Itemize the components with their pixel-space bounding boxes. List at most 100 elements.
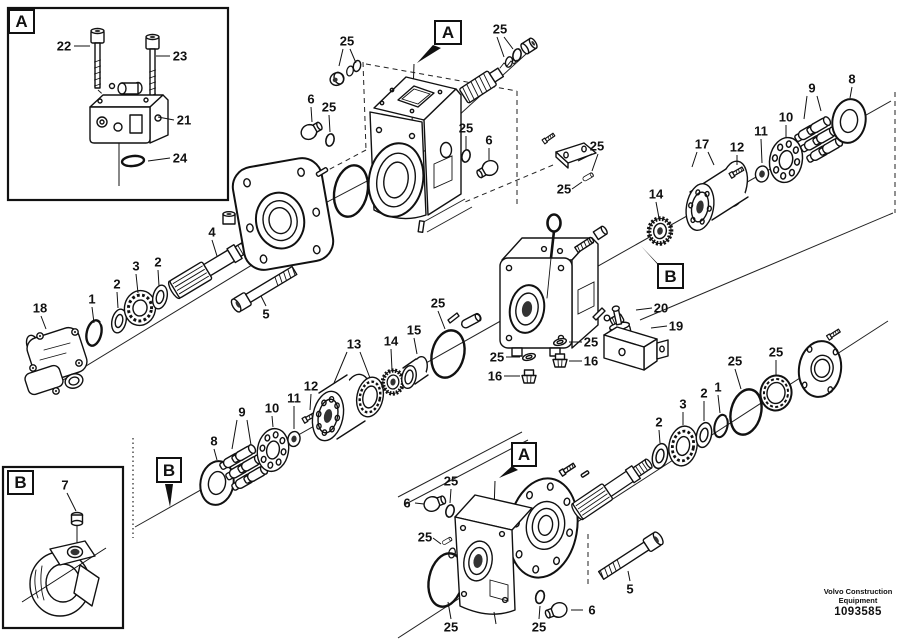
relief-valve-assembly — [459, 37, 538, 104]
part-callout-11: 11 — [287, 390, 301, 406]
part-callout-8: 8 — [210, 433, 218, 449]
part-callout-10: 10 — [264, 400, 280, 416]
part-callout-25: 25 — [531, 619, 547, 635]
part-callout-25: 25 — [768, 344, 784, 360]
part-callout-9: 9 — [808, 80, 816, 96]
part-callout-25: 25 — [321, 99, 337, 115]
part-callout-16: 16 — [583, 353, 599, 369]
part-callout-2: 2 — [113, 276, 121, 292]
part-callout-21: 21 — [176, 112, 192, 128]
bearing-3-bot — [668, 425, 698, 467]
taper-pin-mid — [447, 312, 460, 324]
sleeve-15 — [401, 355, 429, 390]
part-callout-10: 10 — [778, 109, 794, 125]
bushing-11-upper — [754, 165, 770, 183]
plug-25-top — [329, 59, 363, 87]
part-callout-1: 1 — [714, 379, 722, 395]
gear-pump-18 — [24, 326, 88, 396]
cylinder-barrel-13 — [311, 373, 372, 442]
seal-ring-2-bot — [649, 441, 671, 471]
plug-7 — [70, 511, 84, 527]
plug-6-bottom-left — [421, 491, 449, 515]
part-callout-16: 16 — [487, 368, 503, 384]
front-flange-cover — [231, 157, 335, 271]
part-callout-20: 20 — [653, 300, 669, 316]
screw-bottom-top — [558, 461, 577, 477]
part-callout-15: 15 — [406, 322, 422, 338]
shoe-plate-8-upper — [827, 95, 871, 147]
gear-14-mid — [381, 369, 404, 395]
drawing-part-number: 1093585 — [834, 606, 882, 619]
hex-cap-mid — [592, 225, 608, 241]
company-name-line1: Volvo Construction — [823, 587, 893, 596]
o-ring-25-b3 — [533, 588, 547, 606]
swash-plate-7 — [21, 540, 107, 617]
inset-b-view — [1, 465, 125, 630]
bolt-22 — [90, 27, 105, 89]
bolt-5-bottom — [596, 529, 666, 583]
part-callout-18: 18 — [32, 300, 48, 316]
part-callout-12: 12 — [729, 139, 745, 155]
plug-16-left — [521, 369, 537, 384]
part-callout-8: 8 — [848, 71, 856, 87]
o-ring-25-b1 — [443, 503, 457, 519]
part-callout-2: 2 — [154, 254, 162, 270]
part-callout-25: 25 — [583, 334, 599, 350]
main-housing-top — [367, 76, 462, 233]
bottom-mounting-flange — [507, 477, 579, 579]
part-callout-2: 2 — [700, 385, 708, 401]
part-callout-14: 14 — [383, 333, 399, 349]
screw-rear-flange — [825, 327, 842, 341]
part-callout-2: 2 — [655, 414, 663, 430]
rear-flange-cover — [797, 340, 843, 398]
drive-shaft-bottom — [569, 454, 657, 522]
part-callout-25: 25 — [458, 120, 474, 136]
bearing-3-top — [123, 289, 157, 327]
shaft-seal-25-bot — [759, 374, 793, 412]
part-callout-4: 4 — [208, 224, 216, 240]
part-callout-24: 24 — [172, 150, 188, 166]
part-callout-6: 6 — [403, 495, 411, 511]
bushing-11-mid — [287, 430, 301, 448]
part-callout-25: 25 — [339, 33, 355, 49]
check-ball — [603, 314, 611, 322]
pin-bottom — [441, 536, 453, 546]
part-callout-17: 17 — [694, 136, 710, 152]
section-marker-view-b-left: B — [156, 457, 182, 483]
part-callout-5: 5 — [262, 306, 270, 322]
company-name-line2: Equipment — [838, 595, 878, 605]
cone-pin — [592, 307, 606, 321]
part-callout-1: 1 — [88, 291, 96, 307]
lifting-eye — [546, 213, 562, 299]
part-callout-6: 6 — [485, 132, 493, 148]
part-callout-25: 25 — [443, 473, 459, 489]
inset-a-view — [6, 6, 230, 202]
bearing-race-13 — [355, 376, 385, 418]
drawing-footer: Volvo Construction Equipment 1093585 — [812, 587, 904, 619]
o-ring-25-mid — [430, 329, 466, 379]
section-marker-inset-a: A — [8, 9, 35, 34]
part-callout-6: 6 — [588, 602, 596, 618]
part-callout-25: 25 — [489, 349, 505, 365]
part-callout-12: 12 — [303, 378, 319, 394]
part-callout-25: 25 — [727, 353, 743, 369]
part-callout-25: 25 — [443, 619, 459, 635]
part-callout-7: 7 — [61, 477, 69, 493]
part-callout-25: 25 — [556, 181, 572, 197]
section-marker-view-a-top: A — [434, 20, 462, 45]
plug-6-bottom-right — [542, 599, 570, 623]
plug-16-right — [552, 353, 568, 368]
part-callout-23: 23 — [172, 48, 188, 64]
section-marker-inset-b: B — [7, 470, 34, 495]
washer-25-left — [521, 351, 537, 363]
o-ring-25-top — [332, 164, 370, 218]
retainer-plate-10-upper — [765, 134, 807, 186]
nut-top — [222, 210, 236, 225]
part-callout-25: 25 — [430, 295, 446, 311]
part-callout-14: 14 — [648, 186, 664, 202]
part-callout-19: 19 — [668, 318, 684, 334]
part-callout-13: 13 — [346, 336, 362, 352]
section-marker-view-a-bottom: A — [511, 442, 537, 467]
